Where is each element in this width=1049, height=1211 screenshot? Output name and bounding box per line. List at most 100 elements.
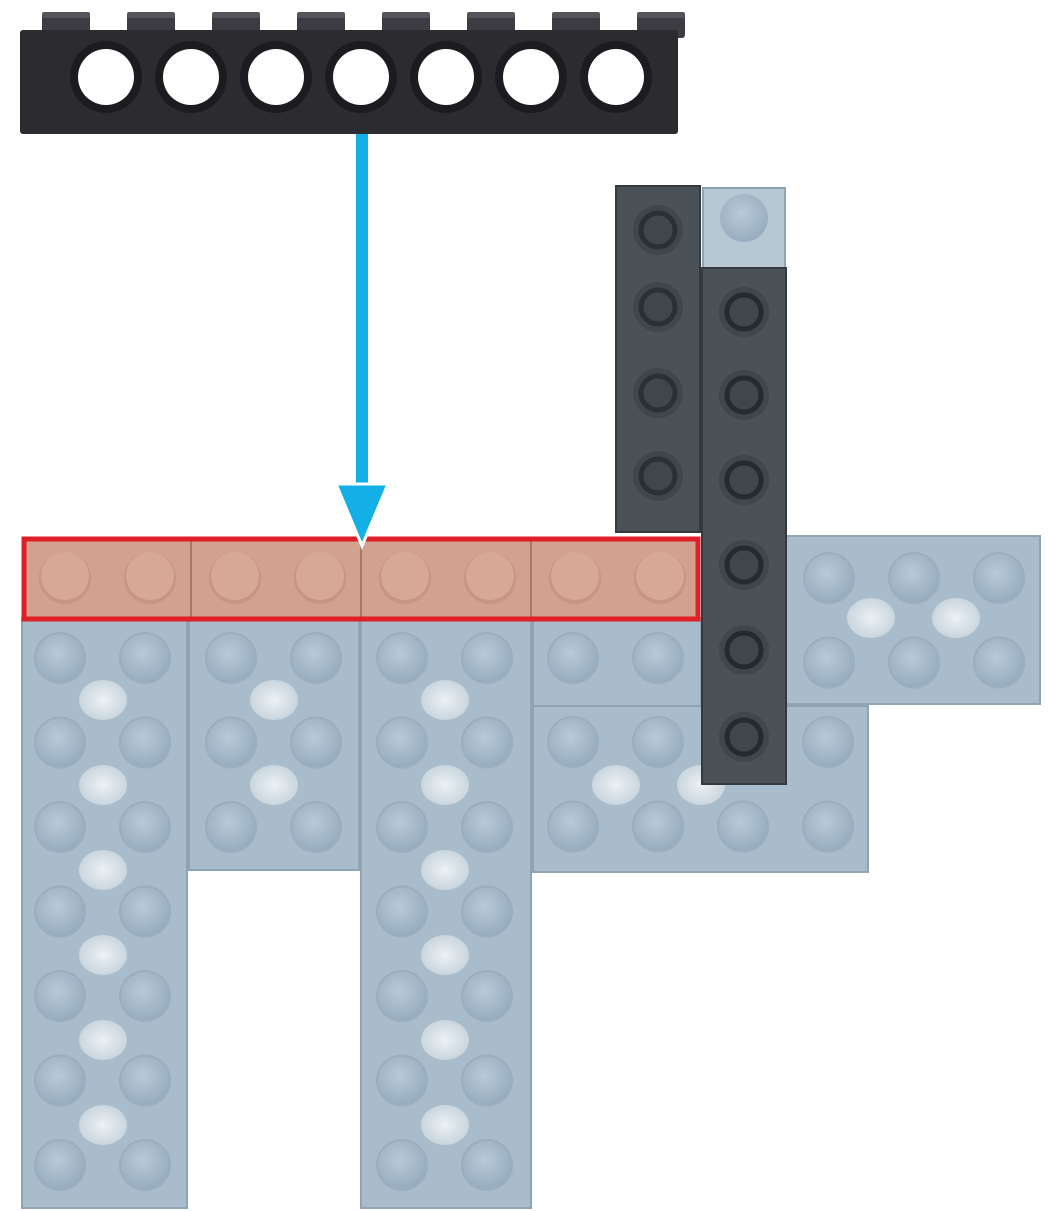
stud — [121, 718, 169, 767]
stud — [466, 552, 514, 600]
stud — [463, 1056, 511, 1105]
technic-hole — [418, 49, 474, 105]
stud — [36, 1141, 84, 1189]
stud-ring — [638, 287, 678, 327]
stud-ring — [724, 375, 764, 415]
stud — [36, 887, 84, 936]
stud — [292, 634, 340, 682]
stud — [378, 972, 426, 1020]
underside-hole — [79, 765, 127, 805]
stud-ring — [724, 630, 764, 670]
stud — [207, 718, 255, 767]
dark-plates — [615, 185, 787, 785]
stud — [378, 718, 426, 767]
underside-hole — [79, 680, 127, 720]
stud — [719, 802, 767, 851]
technic-hole — [333, 49, 389, 105]
stud-ring — [638, 456, 678, 496]
stud — [381, 552, 429, 600]
stud — [378, 1056, 426, 1105]
stud-ring — [724, 545, 764, 585]
underside-hole — [79, 850, 127, 890]
technic-hole — [588, 49, 644, 105]
underside-hole — [932, 598, 980, 638]
underside-hole — [421, 850, 469, 890]
stud — [378, 1141, 426, 1189]
underside-hole — [421, 680, 469, 720]
stud — [549, 718, 597, 766]
plate-dark-1x6 — [701, 267, 787, 785]
technic-stud-top — [297, 12, 345, 18]
stud — [463, 803, 511, 851]
down-arrow-icon — [333, 132, 391, 550]
stud — [36, 972, 84, 1020]
highlight-box — [21, 536, 701, 622]
underside-hole — [79, 1020, 127, 1060]
stud — [634, 802, 682, 851]
stud — [634, 718, 682, 766]
underside-hole — [79, 935, 127, 975]
stud — [36, 1056, 84, 1105]
underside-hole — [421, 1020, 469, 1060]
technic-stud-top — [382, 12, 430, 18]
stud — [634, 634, 682, 682]
stud — [890, 638, 938, 687]
stud — [292, 718, 340, 767]
stud-ring — [724, 460, 764, 500]
technic-stud-top — [127, 12, 175, 18]
stud — [378, 634, 426, 682]
stud — [975, 638, 1023, 687]
stud — [463, 1141, 511, 1189]
stud — [549, 634, 597, 682]
stud — [463, 718, 511, 767]
stud-ring — [638, 373, 678, 413]
stud — [378, 803, 426, 851]
underside-hole — [250, 680, 298, 720]
arrow-shaft — [356, 132, 368, 492]
arrow-head — [333, 482, 391, 550]
underside-hole — [250, 765, 298, 805]
stud — [804, 802, 852, 851]
stud — [720, 194, 768, 242]
stud — [463, 634, 511, 682]
underside-hole — [421, 935, 469, 975]
underside-hole — [847, 598, 895, 638]
stud — [463, 887, 511, 936]
stud — [805, 638, 853, 687]
stud — [296, 552, 344, 600]
stud — [121, 1056, 169, 1105]
stud — [36, 718, 84, 767]
stud — [121, 803, 169, 851]
stud — [549, 802, 597, 851]
underside-hole — [421, 765, 469, 805]
technic-stud-top — [467, 12, 515, 18]
stud — [804, 718, 852, 766]
technic-hole — [503, 49, 559, 105]
stud — [975, 554, 1023, 602]
technic-hole — [78, 49, 134, 105]
stud — [463, 972, 511, 1020]
stud — [41, 552, 89, 600]
stud — [121, 887, 169, 936]
light-plates — [21, 535, 1041, 1209]
stud — [121, 634, 169, 682]
stud — [36, 634, 84, 682]
stud — [36, 803, 84, 851]
stud — [207, 634, 255, 682]
technic-stud-top — [42, 12, 90, 18]
stud — [890, 554, 938, 602]
underside-hole — [592, 765, 640, 805]
underside-hole — [421, 1105, 469, 1145]
stud — [207, 803, 255, 851]
technic-hole — [163, 49, 219, 105]
technic-stud-top — [212, 12, 260, 18]
stud — [292, 803, 340, 851]
stud — [211, 552, 259, 600]
stud — [121, 972, 169, 1020]
stud — [636, 552, 684, 600]
stud — [805, 554, 853, 602]
technic-stud-top — [637, 12, 685, 18]
technic-stud-top — [552, 12, 600, 18]
stud-ring — [724, 292, 764, 332]
